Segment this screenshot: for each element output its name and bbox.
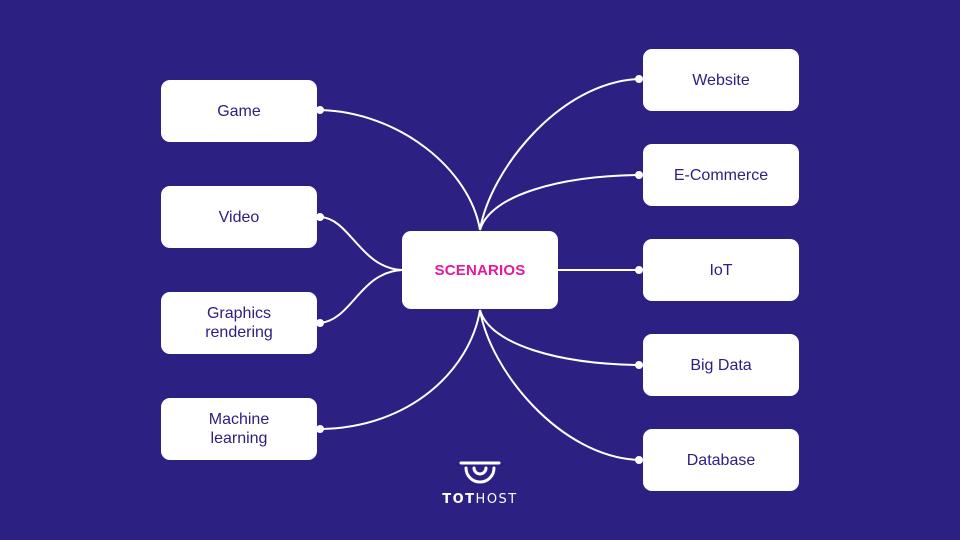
node-label: Graphics rendering <box>205 305 273 341</box>
brand-name-bold: TOT <box>442 492 476 507</box>
node-video: Video <box>161 186 317 248</box>
node-machine-learning: Machine learning <box>161 398 317 460</box>
node-label: Big Data <box>690 356 752 374</box>
connector-dot-machine-learning <box>316 425 324 433</box>
node-label: IoT <box>709 261 733 279</box>
connector-machine-learning <box>319 309 481 430</box>
connector-e-commerce <box>479 174 640 231</box>
node-iot: IoT <box>643 239 799 301</box>
connector-dot-game <box>316 106 324 114</box>
connector-dot-video <box>316 213 324 221</box>
node-label: Database <box>686 451 756 469</box>
tothost-logo-icon <box>459 461 501 484</box>
connector-graphics-rendering <box>319 269 403 324</box>
node-label: Game <box>217 102 261 120</box>
connector-big-data <box>479 309 640 366</box>
node-graphics-rendering: Graphics rendering <box>161 292 317 354</box>
node-big-data: Big Data <box>643 334 799 396</box>
connector-game <box>319 109 481 231</box>
connector-website <box>479 78 640 231</box>
node-e-commerce: E-Commerce <box>643 144 799 206</box>
node-label: Website <box>692 71 750 89</box>
connector-video <box>319 216 403 271</box>
node-label: Machine learning <box>208 411 270 447</box>
connector-dot-big-data <box>635 361 643 369</box>
node-scenarios: SCENARIOS <box>402 231 558 309</box>
brand-name-regular: HOST <box>475 492 518 507</box>
node-label: E-Commerce <box>673 166 769 184</box>
connector-database <box>479 309 640 461</box>
brand-logo: TOTHOST <box>440 460 520 510</box>
center-label: SCENARIOS <box>434 261 526 279</box>
connector-dot-graphics-rendering <box>316 319 324 327</box>
node-game: Game <box>161 80 317 142</box>
node-label: Video <box>218 208 260 226</box>
connector-dot-database <box>635 456 643 464</box>
node-website: Website <box>643 49 799 111</box>
connector-dot-iot <box>635 266 643 274</box>
connector-dot-e-commerce <box>635 171 643 179</box>
connector-dot-website <box>635 75 643 83</box>
node-database: Database <box>643 429 799 491</box>
brand-name: TOTHOST <box>442 492 518 507</box>
